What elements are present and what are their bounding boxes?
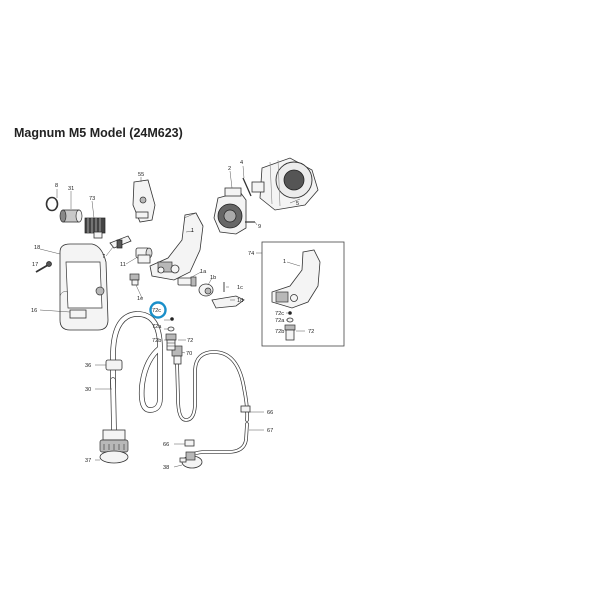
part-72-valve-main	[165, 317, 177, 351]
label-36: 36	[85, 363, 91, 369]
part-36-clip	[105, 359, 123, 371]
label-18: 18	[34, 245, 40, 251]
part-66-clip-lower	[184, 439, 195, 447]
label-66-lower: 66	[163, 442, 169, 448]
part-1e-fitting	[129, 273, 140, 286]
suction-hose	[110, 311, 163, 433]
label-1-inset: 1	[283, 259, 286, 265]
part-38-fitting	[179, 451, 203, 469]
label-37: 37	[85, 458, 91, 464]
leader-lines	[39, 165, 305, 468]
label-1-main: 1	[191, 228, 194, 234]
label-38: 38	[163, 465, 169, 471]
label-67: 67	[267, 428, 273, 434]
diagram-title: Magnum M5 Model (24M623)	[14, 126, 183, 140]
part-55-bracket	[132, 179, 156, 223]
part-18-front-cover	[59, 243, 109, 331]
part-73-valve	[84, 217, 106, 239]
label-17: 17	[32, 262, 38, 268]
part-70-fitting	[171, 345, 183, 365]
label-4: 4	[240, 160, 243, 166]
label-11: 11	[120, 262, 126, 268]
part-11-fitting	[135, 247, 153, 264]
label-1c: 1c	[237, 285, 243, 291]
label-72b-inset: 72b	[275, 329, 284, 335]
label-72-main: 72	[187, 338, 193, 344]
part-17-screw	[35, 261, 52, 273]
highlight-circle-72c	[149, 301, 167, 319]
label-66-upper: 66	[267, 410, 273, 416]
label-1e: 1e	[137, 296, 143, 302]
label-72b-main: 72b	[152, 338, 161, 344]
part-66-clip-upper	[240, 405, 251, 413]
label-73: 73	[89, 196, 95, 202]
part-5-motor	[251, 157, 319, 211]
part-1a-fitting	[177, 276, 197, 287]
label-70: 70	[186, 351, 192, 357]
part-31-bearing	[59, 209, 83, 223]
label-30: 30	[85, 387, 91, 393]
part-4-screw	[242, 177, 252, 197]
label-8: 8	[55, 183, 58, 189]
label-31: 31	[68, 186, 74, 192]
label-72c-inset: 72c	[275, 311, 284, 317]
label-72a-inset: 72a	[275, 318, 285, 324]
label-2: 2	[228, 166, 231, 172]
label-1d: 1d	[237, 298, 243, 304]
part-37-strainer	[99, 429, 129, 464]
label-72a-main: 72a	[152, 324, 162, 330]
inset-box-74	[261, 241, 345, 347]
label-1b: 1b	[210, 275, 216, 281]
label-16: 16	[31, 308, 37, 314]
part-8-o-ring	[45, 196, 59, 212]
label-74: 74	[248, 251, 254, 257]
label-1a: 1a	[200, 269, 207, 275]
label-72-inset: 72	[308, 329, 314, 335]
label-72c-main: 72c	[152, 308, 161, 314]
part-labels: 8 31 73 55 7 18 17 16 11 1e 1 1a 1b 1c 1…	[31, 160, 314, 471]
part-1-manifold	[149, 212, 204, 281]
label-55: 55	[138, 172, 144, 178]
label-7: 7	[102, 254, 105, 260]
label-9: 9	[258, 224, 261, 230]
part-7-prime-knob	[109, 235, 132, 249]
label-5: 5	[296, 201, 299, 207]
part-1d-handle	[211, 295, 245, 309]
part-1b-knob	[198, 283, 214, 297]
part-2-pump	[213, 187, 247, 235]
